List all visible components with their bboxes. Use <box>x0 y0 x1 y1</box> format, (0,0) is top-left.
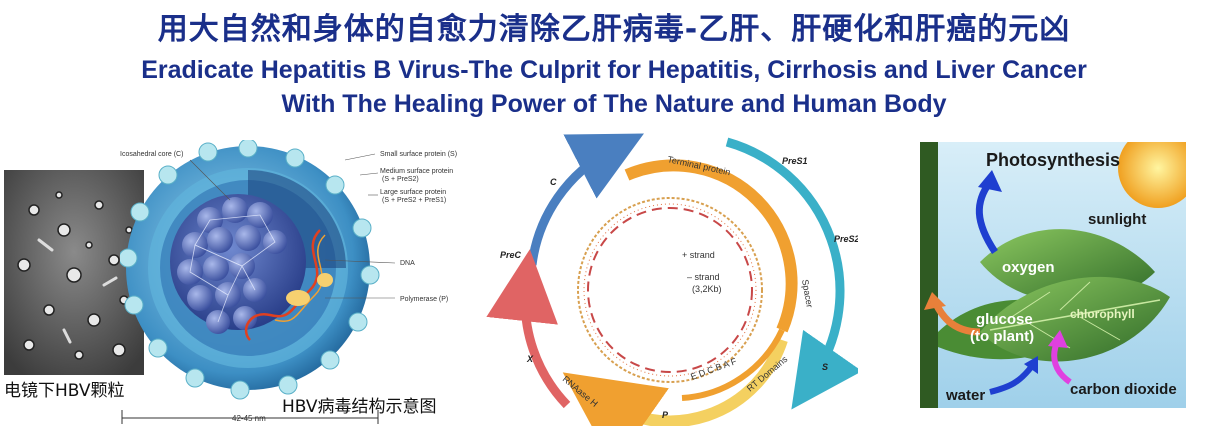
label-large-protein-sub: (S + PreS2 + PreS1) <box>382 197 446 204</box>
label-water: water <box>945 387 985 404</box>
scale-bar <box>121 410 379 424</box>
label-genome-size: (3,2Kb) <box>692 284 722 294</box>
label-c: C <box>550 177 557 187</box>
label-plus-strand: + strand <box>682 250 715 260</box>
scale-label: 42-45 nm <box>232 414 266 423</box>
label-medium-protein-sub: (S + PreS2) <box>382 176 419 183</box>
label-carbon-dioxide: carbon dioxide <box>1070 381 1177 398</box>
label-prec: PreC <box>500 250 522 260</box>
label-p: P <box>662 410 669 420</box>
label-sunlight: sunlight <box>1088 211 1146 228</box>
label-dna: DNA <box>400 260 415 267</box>
photosynthesis-title: Photosynthesis <box>986 150 1120 170</box>
label-x: X <box>526 354 534 364</box>
label-glucose-sub: (to plant) <box>970 328 1034 345</box>
label-core: Icosahedral core (C) <box>120 151 183 158</box>
label-polymerase: Polymerase (P) <box>400 296 448 303</box>
label-chlorophyll: chlorophyll <box>1070 307 1135 321</box>
hbv-genome-diagram: Terminal protein PreS1 PreS2 Spacer S RT… <box>482 130 863 433</box>
photosynthesis-illustration: Photosynthesis sunlight oxygen glucose (… <box>920 142 1186 408</box>
hbv-virion-diagram: Icosahedral core (C) Small surface prote… <box>118 138 490 406</box>
em-caption: 电镜下HBV颗粒 <box>4 381 125 401</box>
label-glucose: glucose <box>976 311 1033 328</box>
label-small-protein: Small surface protein (S) <box>380 151 457 158</box>
label-s: S <box>822 362 828 372</box>
page-title-en-line2: With The Healing Power of The Nature and… <box>281 90 947 118</box>
page-title-en-line1: Eradicate Hepatitis B Virus-The Culprit … <box>141 56 1087 84</box>
label-oxygen: oxygen <box>1002 259 1055 276</box>
electron-micrograph-image <box>4 170 144 375</box>
page-title-zh: 用大自然和身体的自愈力清除乙肝病毒-乙肝、肝硬化和肝癌的元凶 <box>157 12 1071 47</box>
structure-caption: HBV病毒结构示意图 <box>282 397 437 417</box>
label-minus-strand: – strand <box>687 272 720 282</box>
label-medium-protein: Medium surface protein <box>380 168 453 175</box>
label-large-protein: Large surface protein <box>380 189 446 196</box>
label-spacer: Spacer <box>800 279 815 309</box>
label-pres1: PreS1 <box>782 156 808 166</box>
label-pres2: PreS2 <box>834 234 858 244</box>
